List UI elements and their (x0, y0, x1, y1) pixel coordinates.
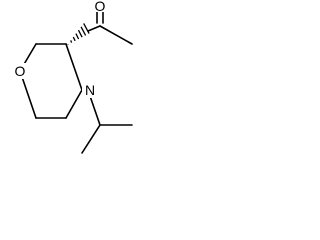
bond-c3-carbonyl (87, 25, 101, 32)
bond-c3-n (65, 43, 83, 91)
bond-ch-methyl-left (81, 124, 101, 154)
molecule-canvas: O N O (0, 0, 150, 172)
stereo-hashed-wedge (67, 23, 90, 45)
bond-carbonyl-c-methyl (99, 25, 133, 45)
carbonyl-oxygen-label: O (95, 0, 106, 14)
ring-nitrogen-label: N (85, 82, 95, 98)
molecule-structure: O N O (12, 0, 133, 154)
bond-n-c5 (65, 89, 83, 119)
bond-n-ch (89, 95, 101, 126)
ring-oxygen-label: O (15, 63, 26, 79)
